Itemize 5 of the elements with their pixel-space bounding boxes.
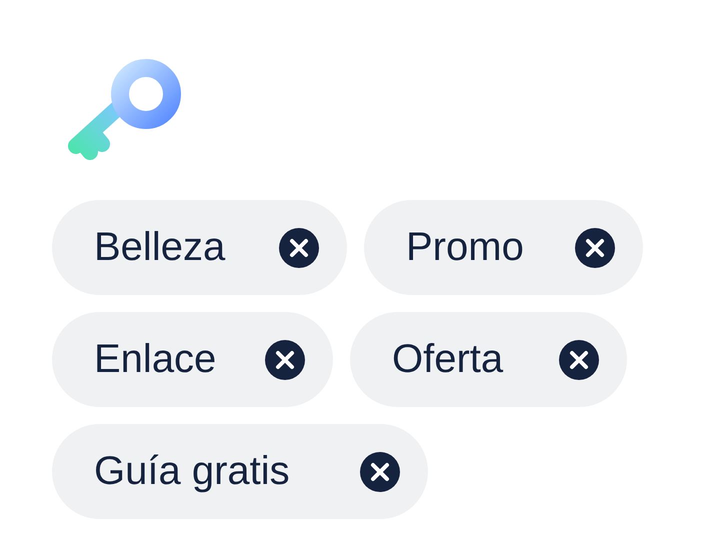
- tag-label: Promo: [406, 225, 524, 270]
- tag-label: Enlace: [94, 337, 216, 382]
- tag-label: Oferta: [392, 337, 504, 382]
- tag-label: Belleza: [94, 225, 226, 270]
- tag-label: Guía gratis: [94, 449, 290, 494]
